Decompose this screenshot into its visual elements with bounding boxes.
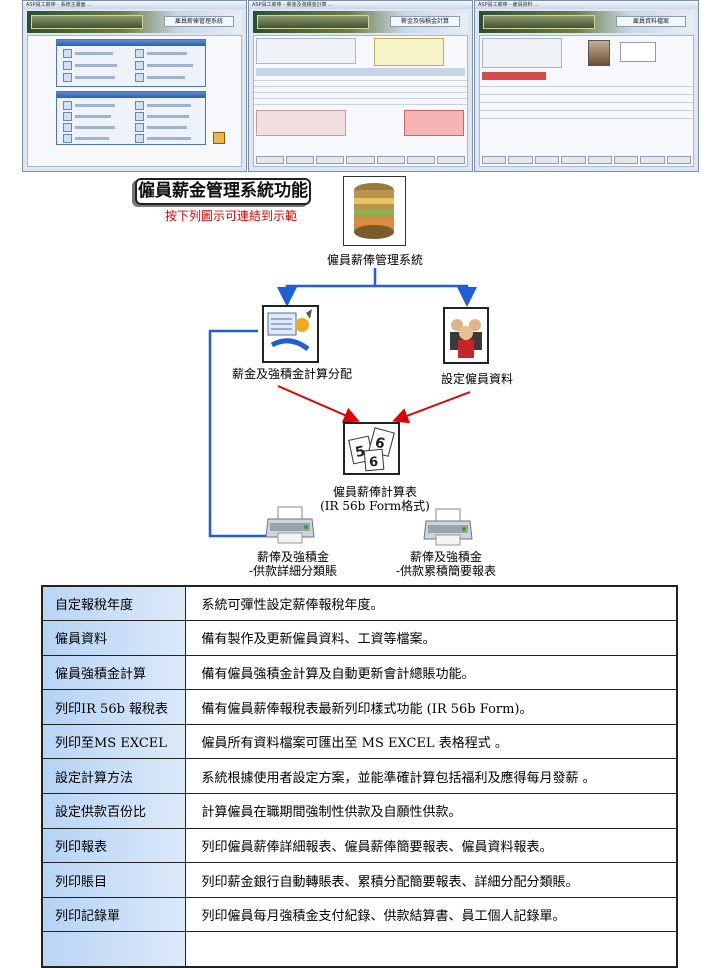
screenshot-main-menu[interactable]: ASP員工薪俸 - 系統主畫面 ... 雇員薪俸管理系統 <box>22 0 247 172</box>
node-system-label: 僱員薪俸管理系統 <box>326 253 423 267</box>
printer-icon[interactable] <box>264 505 316 545</box>
table-row: 自定報稅年度系統可彈性設定薪俸報稅年度。 <box>41 585 678 622</box>
banner-title: 雇員薪俸管理系統 <box>164 16 234 27</box>
blue-feedback-line <box>208 329 268 538</box>
screenshot-payroll-calc[interactable]: ASP員工薪俸 - 薪金及強積金計算 ... 薪金及強積金計算 <box>248 0 473 172</box>
table-row: 列印賬目列印薪金銀行自動轉賬表、累積分配簡要報表、詳細分配分類賬。 <box>41 862 678 898</box>
feature-description: 系統根據使用者設定方案，並能準確計算包括福利及應得每月發薪 。 <box>184 758 678 795</box>
window-title: ASP員工薪俸 - 系統主畫面 ... <box>23 1 246 9</box>
feature-name: 列印賬目 <box>41 862 186 898</box>
feature-description: 僱員所有資料檔案可匯出至 MS EXCEL 表格程式 。 <box>184 723 678 760</box>
menu-panel-bottom <box>56 91 206 145</box>
feature-name: 僱員資料 <box>41 620 186 656</box>
table-row: 僱員強積金計算備有僱員強積金計算及自動更新會計總賬功能。 <box>41 654 678 691</box>
table-row: 列印IR 56b 報稅表備有僱員薪俸報稅表最新列印樣式功能 (IR 56b Fo… <box>41 689 678 725</box>
feature-description: 列印僱員每月強積金支付紀錄、供款結算書、員工個人記錄單。 <box>184 896 678 933</box>
feature-description <box>184 931 678 968</box>
window-title: ASP員工薪俸 - 雇員資料 ... <box>475 1 698 9</box>
employee-photo <box>588 40 610 66</box>
feature-description: 列印薪金銀行自動轉賬表、累積分配簡要報表、詳細分配分類賬。 <box>184 862 678 898</box>
feature-name: 設定計算方法 <box>41 758 186 795</box>
node-payroll-label: 薪金及強積金計算分配 <box>231 367 352 381</box>
feature-description: 列印僱員薪俸詳細報表、僱員薪俸簡要報表、僱員資料報表。 <box>184 827 678 864</box>
employee-form-body <box>479 35 694 167</box>
feature-name <box>41 931 186 968</box>
table-row: 設定計算方法系統根據使用者設定方案，並能準確計算包括福利及應得每月發薪 。 <box>41 758 678 795</box>
table-row: 設定供款百份比計算僱員在職期間強制性供款及自願性供款。 <box>41 793 678 829</box>
features-table: 自定報稅年度系統可彈性設定薪俸報稅年度。 僱員資料備有製作及更新僱員資料、工資等… <box>41 585 678 968</box>
banner-title: 雇員資料檔案 <box>616 16 686 27</box>
red-arrows <box>277 385 471 424</box>
diagram-subtitle: 按下列圖示可連結到示範 <box>164 209 297 223</box>
diagram-title: 僱員薪金管理系統功能 <box>135 178 311 205</box>
main-menu-body <box>27 35 242 167</box>
feature-description: 備有僱員強積金計算及自動更新會計總賬功能。 <box>184 654 678 691</box>
feature-description: 計算僱員在職期間強制性供款及自願性供款。 <box>184 793 678 829</box>
table-row: 列印記錄單列印僱員每月強積金支付紀錄、供款結算書、員工個人記錄單。 <box>41 896 678 933</box>
node-summary-report-label-2: -供款累積簡要報表 <box>395 564 497 578</box>
blue-split-arrows <box>277 268 477 307</box>
feature-name: 列印報表 <box>41 827 186 864</box>
node-ir56b-label-2: (IR 56b Form格式) <box>320 499 430 513</box>
numbered-cards-icon[interactable]: 5 6 6 <box>343 422 400 475</box>
feature-name: 設定供款百份比 <box>41 793 186 829</box>
feature-name: 列印IR 56b 報稅表 <box>41 689 186 725</box>
svg-text:5: 5 <box>354 443 367 461</box>
feature-name: 自定報稅年度 <box>41 585 186 622</box>
feature-name: 列印至MS EXCEL <box>41 723 186 760</box>
printer-icon[interactable] <box>422 507 474 547</box>
window-title: ASP員工薪俸 - 薪金及強積金計算 ... <box>249 1 472 9</box>
feature-description: 系統可彈性設定薪俸報稅年度。 <box>184 585 678 622</box>
app-banner: 雇員薪俸管理系統 <box>27 11 242 33</box>
feature-name: 僱員強積金計算 <box>41 654 186 691</box>
feature-name: 列印記錄單 <box>41 896 186 933</box>
table-row: 僱員資料備有製作及更新僱員資料、工資等檔案。 <box>41 620 678 656</box>
table-row: 列印報表列印僱員薪俸詳細報表、僱員薪俸簡要報表、僱員資料報表。 <box>41 827 678 864</box>
toolbar[interactable] <box>256 156 465 164</box>
menu-panel-top <box>56 39 206 87</box>
payroll-form-body <box>253 35 468 167</box>
app-logo <box>483 15 595 29</box>
svg-text:6: 6 <box>373 435 387 453</box>
exit-icon[interactable] <box>213 132 225 144</box>
coin-stack-icon[interactable] <box>342 175 407 247</box>
feature-description: 備有僱員薪俸報稅表最新列印樣式功能 (IR 56b Form)。 <box>184 689 678 725</box>
calculation-workflow-icon[interactable] <box>262 305 319 363</box>
banner-title: 薪金及強積金計算 <box>390 16 460 27</box>
node-ir56b-label-1: 僱員薪俸計算表 <box>332 485 417 499</box>
app-banner: 雇員資料檔案 <box>479 11 694 33</box>
signature-image <box>620 42 656 62</box>
node-summary-report-label-1: 薪俸及強積金 <box>409 550 482 564</box>
node-detail-report-label-2: -供款詳細分類賬 <box>248 564 338 578</box>
feature-description: 備有製作及更新僱員資料、工資等檔案。 <box>184 620 678 656</box>
toolbar[interactable] <box>482 156 691 164</box>
screenshot-employee-record[interactable]: ASP員工薪俸 - 雇員資料 ... 雇員資料檔案 <box>474 0 699 172</box>
app-banner: 薪金及強積金計算 <box>253 11 468 33</box>
app-logo <box>257 15 369 29</box>
node-employee-label: 設定僱員資料 <box>440 372 513 386</box>
svg-text:6: 6 <box>369 455 379 471</box>
node-detail-report-label-1: 薪俸及強積金 <box>256 550 329 564</box>
table-row <box>41 931 678 968</box>
people-group-icon[interactable] <box>443 307 489 364</box>
app-logo <box>31 15 143 29</box>
